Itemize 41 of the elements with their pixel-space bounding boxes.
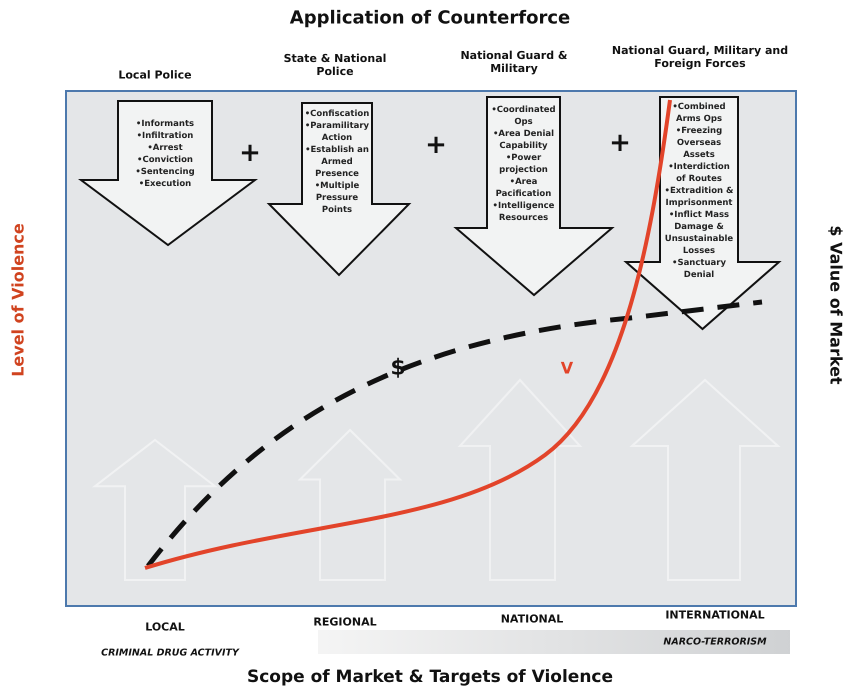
bullet-item: •Sanctuary Denial: [671, 257, 727, 281]
plus-sign: +: [425, 130, 447, 160]
bullet-item: •Arrest: [146, 142, 184, 154]
category-note: NARCO-TERRORISM: [663, 636, 767, 648]
bullet-item: •Confiscation: [304, 108, 370, 120]
bullet-item: •Area Pacification: [494, 176, 552, 200]
column-heading: National Guard, Military and Foreign Forces: [610, 44, 790, 70]
column-heading: Local Police: [118, 68, 192, 82]
curve-label: V: [560, 358, 574, 378]
axis-category: NATIONAL: [500, 612, 564, 626]
axis-category: INTERNATIONAL: [665, 608, 765, 622]
bullet-item: •Sentencing: [134, 166, 196, 178]
bullet-item: •Freezing Overseas Assets: [674, 125, 724, 161]
axis-category: LOCAL: [145, 620, 185, 634]
bullet-item: •Area Denial Capability: [492, 128, 556, 152]
bullet-item: •Coordinated Ops: [490, 104, 557, 128]
down-arrow: [268, 102, 410, 276]
bullet-item: •Paramilitary Action: [304, 120, 370, 144]
axis-title: $ Value of Market: [826, 225, 846, 385]
bullet-item: •Multiple Pressure Points: [314, 180, 360, 216]
axis-category: REGIONAL: [313, 616, 377, 628]
bullet-item: •Informants: [134, 118, 196, 130]
axis-title: Level of Violence: [8, 223, 28, 377]
bullet-item: •Inflict Mass Damage & Unsustainable Losses: [664, 209, 734, 257]
plus-sign: +: [609, 128, 631, 158]
bullet-item: •Execution: [138, 178, 192, 190]
bullet-item: •Combined Arms Ops: [671, 101, 727, 125]
axis-title: Scope of Market & Targets of Violence: [246, 667, 614, 687]
bullet-item: •Power projection: [498, 152, 549, 176]
down-arrow: [455, 96, 613, 296]
plus-sign: +: [239, 138, 261, 168]
bullet-item: •Establish an Armed Presence: [304, 144, 370, 180]
bullet-item: •Extradition & Imprisonment: [664, 185, 734, 209]
category-note: CRIMINAL DRUG ACTIVITY: [101, 648, 239, 658]
bullet-item: •Interdiction of Routes: [667, 161, 731, 185]
title: Application of Counterforce: [290, 8, 570, 28]
bullet-item: •Conviction: [136, 154, 194, 166]
bullet-item: •Intelligence Resources: [492, 200, 556, 224]
column-heading: State & National Police: [282, 52, 388, 78]
column-heading: National Guard & Military: [459, 49, 569, 75]
bullet-item: •Infiltration: [136, 130, 194, 142]
